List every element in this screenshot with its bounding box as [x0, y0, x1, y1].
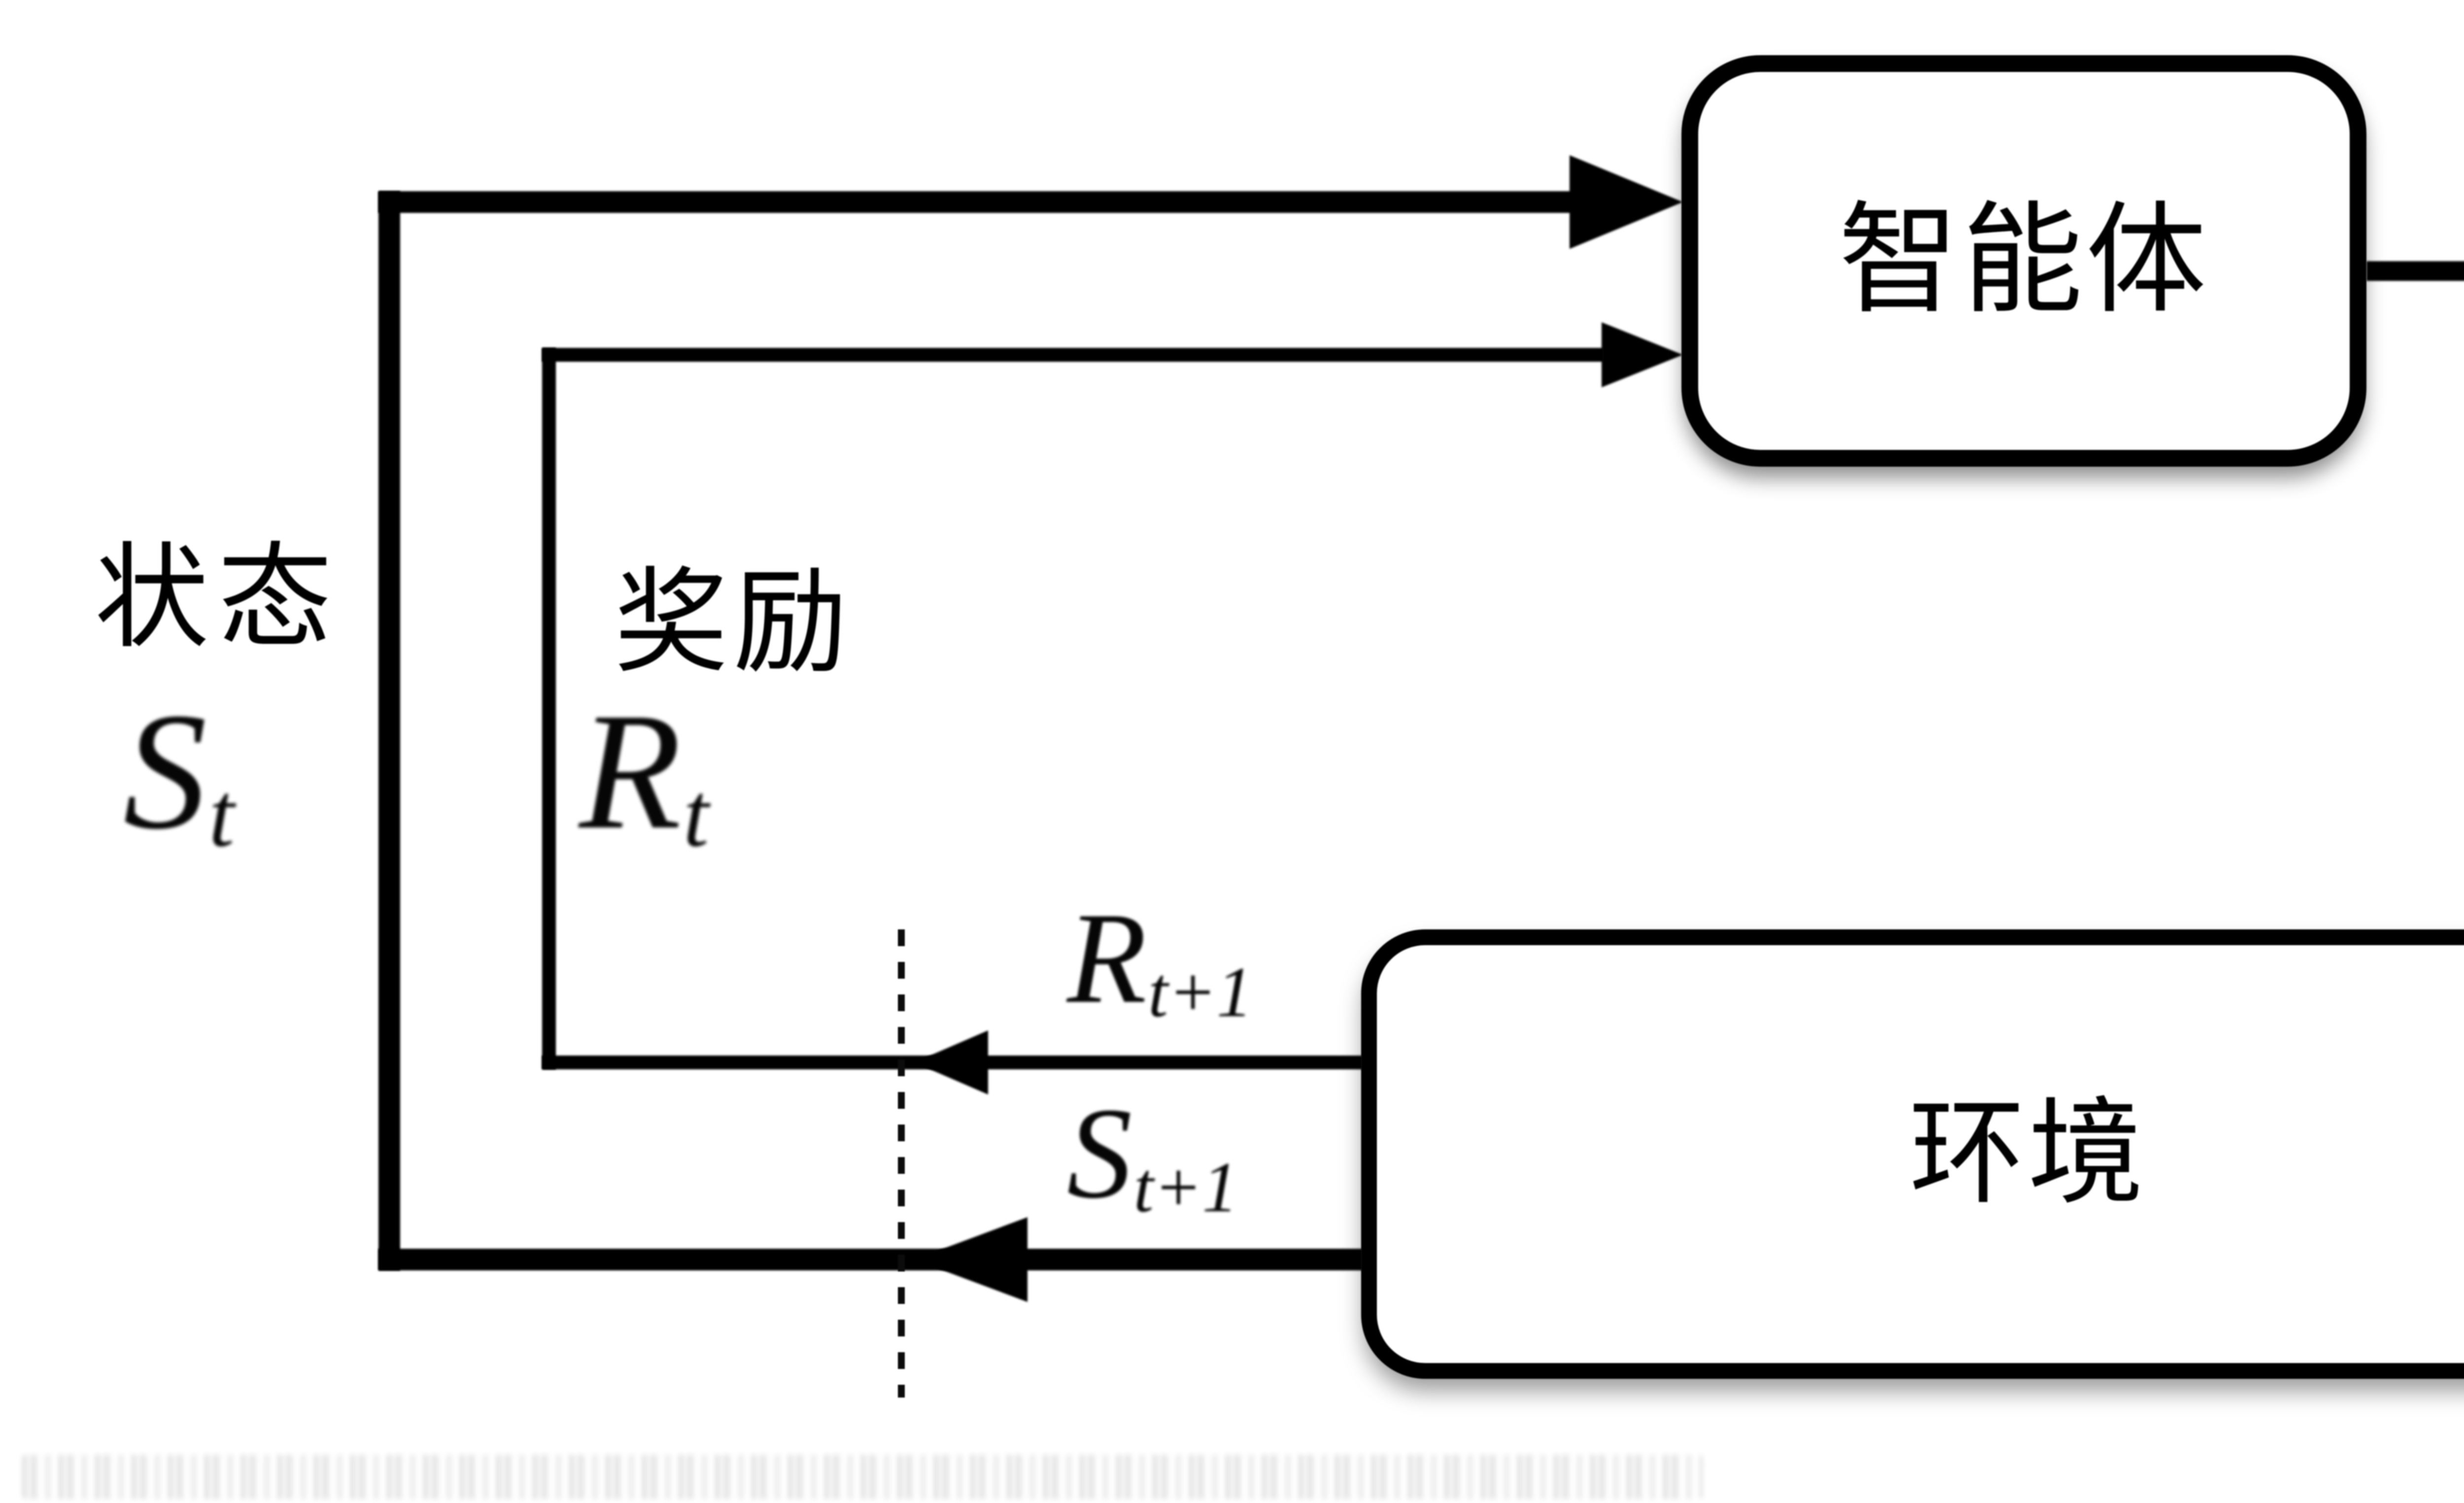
state-line-top: [378, 191, 1573, 213]
cropped-caption-remnant: [22, 1455, 1703, 1499]
state-line-left: [378, 191, 400, 1270]
environment-label: 环境: [1909, 1090, 2147, 1218]
time-boundary-dashed-line: [898, 929, 905, 1398]
next-reward-symbol-label: Rt+1: [1067, 886, 1253, 1032]
environment-node: 环境: [1361, 929, 2464, 1379]
next-state-symbol-label: St+1: [1067, 1081, 1238, 1228]
reward-line-left: [542, 348, 556, 1069]
reward-symbol-label: Rt: [579, 678, 709, 866]
reward-word-label: 奖励: [614, 560, 853, 687]
state-boundary-arrowhead-icon: [914, 1217, 1027, 1302]
reward-line-top: [542, 348, 1604, 362]
state-symbol-label: St: [123, 678, 235, 866]
reward-into-agent-arrowhead-icon: [1602, 322, 1683, 387]
agent-label: 智能体: [1838, 194, 2210, 328]
state-line-bottom: [378, 1249, 1363, 1270]
state-word-label: 状态: [95, 536, 342, 662]
reward-boundary-arrowhead-icon: [914, 1030, 988, 1094]
agent-node: 智能体: [1681, 55, 2366, 467]
action-line-top: [2366, 261, 2464, 281]
state-into-agent-arrowhead-icon: [1570, 155, 1683, 249]
